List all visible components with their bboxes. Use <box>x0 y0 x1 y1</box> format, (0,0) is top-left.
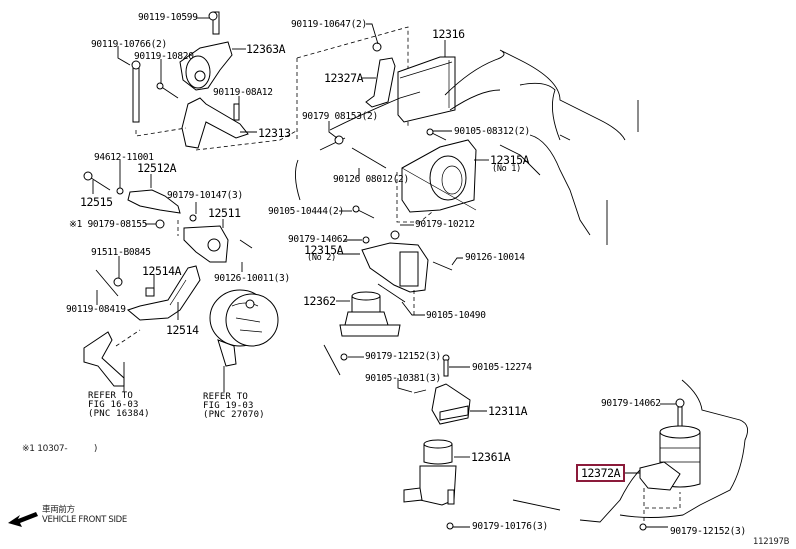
refer-note-line1: REFER TO <box>203 392 248 402</box>
part-label-90105-08312[interactable]: 90105-08312(2) <box>454 126 530 137</box>
part-label-12512A[interactable]: 12512A <box>137 161 177 175</box>
refer-note-line2: FIG 19-03 <box>203 401 254 411</box>
part-label-90179-10212[interactable]: 90179-10212 <box>415 219 475 230</box>
bracket-12315A-no2-drawing <box>323 230 453 376</box>
part-label-90126-08012[interactable]: 90126 08012(2) <box>333 174 409 185</box>
part-label-12514A[interactable]: 12514A <box>142 264 182 278</box>
refer-note-line3: (PNC 16384) <box>88 409 150 419</box>
refer-note-line3: (PNC 27070) <box>203 410 265 420</box>
part-label-94612-11001[interactable]: 94612-11001 <box>94 152 154 163</box>
figure-id: 112197B <box>753 537 790 547</box>
mount-12363A-drawing <box>131 11 299 151</box>
mount-12372A-drawing <box>579 379 749 531</box>
part-label-12361A[interactable]: 12361A <box>471 450 511 464</box>
part-label-12311A[interactable]: 12311A <box>488 404 528 418</box>
part-label-90119-08419[interactable]: 90119-08419 <box>66 304 126 315</box>
part-label-90179-14062-a[interactable]: 90179-14062 <box>288 234 348 245</box>
part-label-12313[interactable]: 12313 <box>258 126 291 140</box>
part-label-90126-10014[interactable]: 90126-10014 <box>465 252 525 263</box>
part-label-90179-10176[interactable]: 90179-10176(3) <box>472 521 548 532</box>
part-label-12511[interactable]: 12511 <box>208 206 241 220</box>
part-label-90119-10820[interactable]: 90119-10820 <box>134 51 194 62</box>
bracket-12511-12512A-drawing <box>83 171 253 263</box>
part-label-12362[interactable]: 12362 <box>303 294 336 308</box>
bracket-12315A-no1-drawing <box>334 128 477 223</box>
bracket-12327A-drawing <box>296 26 409 140</box>
part-label-91511-B0845[interactable]: 91511-B0845 <box>91 247 151 258</box>
part-label-12315A-no2[interactable]: 12315A <box>304 243 344 257</box>
leader-lines <box>92 17 676 528</box>
part-label-90179-08153[interactable]: 90179 08153(2) <box>302 111 378 122</box>
part-label-90179-08155[interactable]: ※1 90179-08155 <box>69 219 148 230</box>
footnote: ※1 10307- ) <box>22 444 97 454</box>
vehicle-front-side-label: 車両前方 VEHICLE FRONT SIDE <box>42 505 127 525</box>
alternator-drawing <box>209 289 279 367</box>
refer-note-fig-19-03[interactable]: REFER TO FIG 19-03 (PNC 27070) <box>203 393 265 420</box>
refer-note-line2: FIG 16-03 <box>88 400 139 410</box>
part-label-90105-10444[interactable]: 90105-10444(2) <box>268 206 344 217</box>
part-label-90119-10766[interactable]: 90119-10766(2) <box>91 39 167 50</box>
part-label-90119-10647[interactable]: 90119-10647(2) <box>291 19 367 30</box>
vehicle-front-jp: 車両前方 <box>42 505 75 515</box>
footnote-suffix: ) <box>93 444 98 454</box>
mount-12361A-drawing <box>403 354 561 530</box>
part-label-12514[interactable]: 12514 <box>166 323 199 337</box>
part-label-12315A-no2-sub: (No 2) <box>307 253 336 263</box>
part-label-90105-10490[interactable]: 90105-10490 <box>426 310 486 321</box>
part-label-90179-12152-b[interactable]: 90179-12152(3) <box>670 526 746 537</box>
transmission-outline <box>295 49 639 245</box>
part-label-12363A[interactable]: 12363A <box>246 42 286 56</box>
part-label-90179-14062-b[interactable]: 90179-14062 <box>601 398 661 409</box>
bracket-12514-drawing <box>83 265 201 387</box>
part-label-90119-08A12[interactable]: 90119-08A12 <box>213 87 273 98</box>
part-label-90179-10147[interactable]: 90179-10147(3) <box>167 190 243 201</box>
part-label-12372A-highlighted[interactable]: 12372A <box>576 464 626 482</box>
part-label-12515[interactable]: 12515 <box>80 195 113 209</box>
part-label-90126-10011[interactable]: 90126-10011(3) <box>214 273 290 284</box>
part-label-12315A-no1[interactable]: 12315A <box>490 153 530 167</box>
part-label-90105-12274[interactable]: 90105-12274 <box>472 362 532 373</box>
part-label-12327A[interactable]: 12327A <box>324 71 364 85</box>
refer-note-fig-16-03[interactable]: REFER TO FIG 16-03 (PNC 16384) <box>88 392 150 419</box>
part-label-90179-12152-a[interactable]: 90179-12152(3) <box>365 351 441 362</box>
refer-note-line1: REFER TO <box>88 391 133 401</box>
footnote-text: ※1 10307- <box>22 444 68 454</box>
vehicle-front-en: VEHICLE FRONT SIDE <box>42 515 127 525</box>
part-label-90119-10599[interactable]: 90119-10599 <box>138 12 198 23</box>
arrow-left-icon <box>8 512 38 527</box>
part-label-12316[interactable]: 12316 <box>432 27 465 41</box>
part-label-12315A-no1-sub: (No 1) <box>492 164 521 174</box>
part-label-90105-10381[interactable]: 90105-10381(3) <box>365 373 441 384</box>
